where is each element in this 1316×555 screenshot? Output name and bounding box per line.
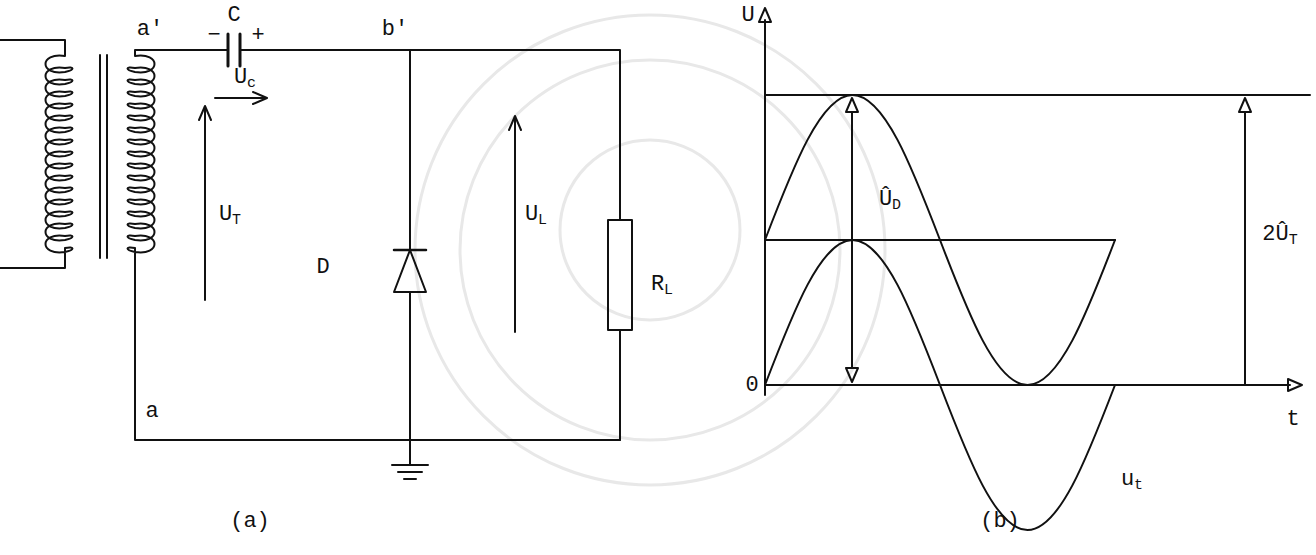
wire (409, 50, 411, 465)
figure-tag: (b) (980, 510, 1020, 534)
voltage-label: UT (219, 203, 241, 227)
seal-ring (415, 15, 885, 485)
voltage-label: UL (525, 203, 547, 227)
capacitor-plate (227, 34, 230, 66)
figure-tag: (a) (230, 510, 270, 534)
dimension-line (851, 112, 853, 368)
axis-label: U (741, 4, 754, 28)
voltage-label: Uc (234, 66, 256, 90)
input-wave (765, 240, 1115, 530)
watermark-seal (415, 15, 885, 485)
axis-arrowhead (1288, 379, 1302, 391)
voltage-arrow (215, 92, 267, 104)
seal-ring (460, 60, 840, 440)
terminal-label: a' (137, 18, 163, 42)
curve-label: ut (1121, 468, 1143, 492)
dimension-label: 2ÛT (1262, 223, 1297, 247)
component-label: RL (651, 273, 673, 297)
ground-symbol (392, 465, 428, 479)
voltage-arrow (199, 106, 211, 300)
transformer-core (99, 55, 101, 258)
u-axis (764, 20, 766, 395)
dimension-arrowhead (846, 368, 858, 382)
axis-arrowhead (759, 8, 771, 22)
transformer-core (106, 55, 108, 258)
dimension-line (1244, 112, 1246, 385)
diode-symbol (394, 250, 426, 292)
polarity-sign: + (251, 24, 264, 48)
clamped-wave (765, 95, 1115, 385)
primary-winding (0, 40, 73, 268)
dimension-arrowhead (846, 98, 858, 112)
terminal-label: a (145, 400, 158, 424)
component-label: D (316, 256, 329, 280)
component-label: C (227, 4, 240, 28)
voltage-arrow (509, 116, 521, 332)
wire (240, 50, 620, 440)
axis-label: 0 (745, 374, 758, 398)
resistor-symbol (608, 220, 632, 330)
polarity-sign: − (207, 24, 220, 48)
axis-label: t (1286, 408, 1299, 432)
terminal-label: b' (382, 18, 408, 42)
dimension-label: ÛD (879, 188, 901, 212)
secondary-winding (128, 50, 621, 440)
seal-ring (560, 140, 740, 320)
dimension-arrowhead (1239, 98, 1251, 112)
